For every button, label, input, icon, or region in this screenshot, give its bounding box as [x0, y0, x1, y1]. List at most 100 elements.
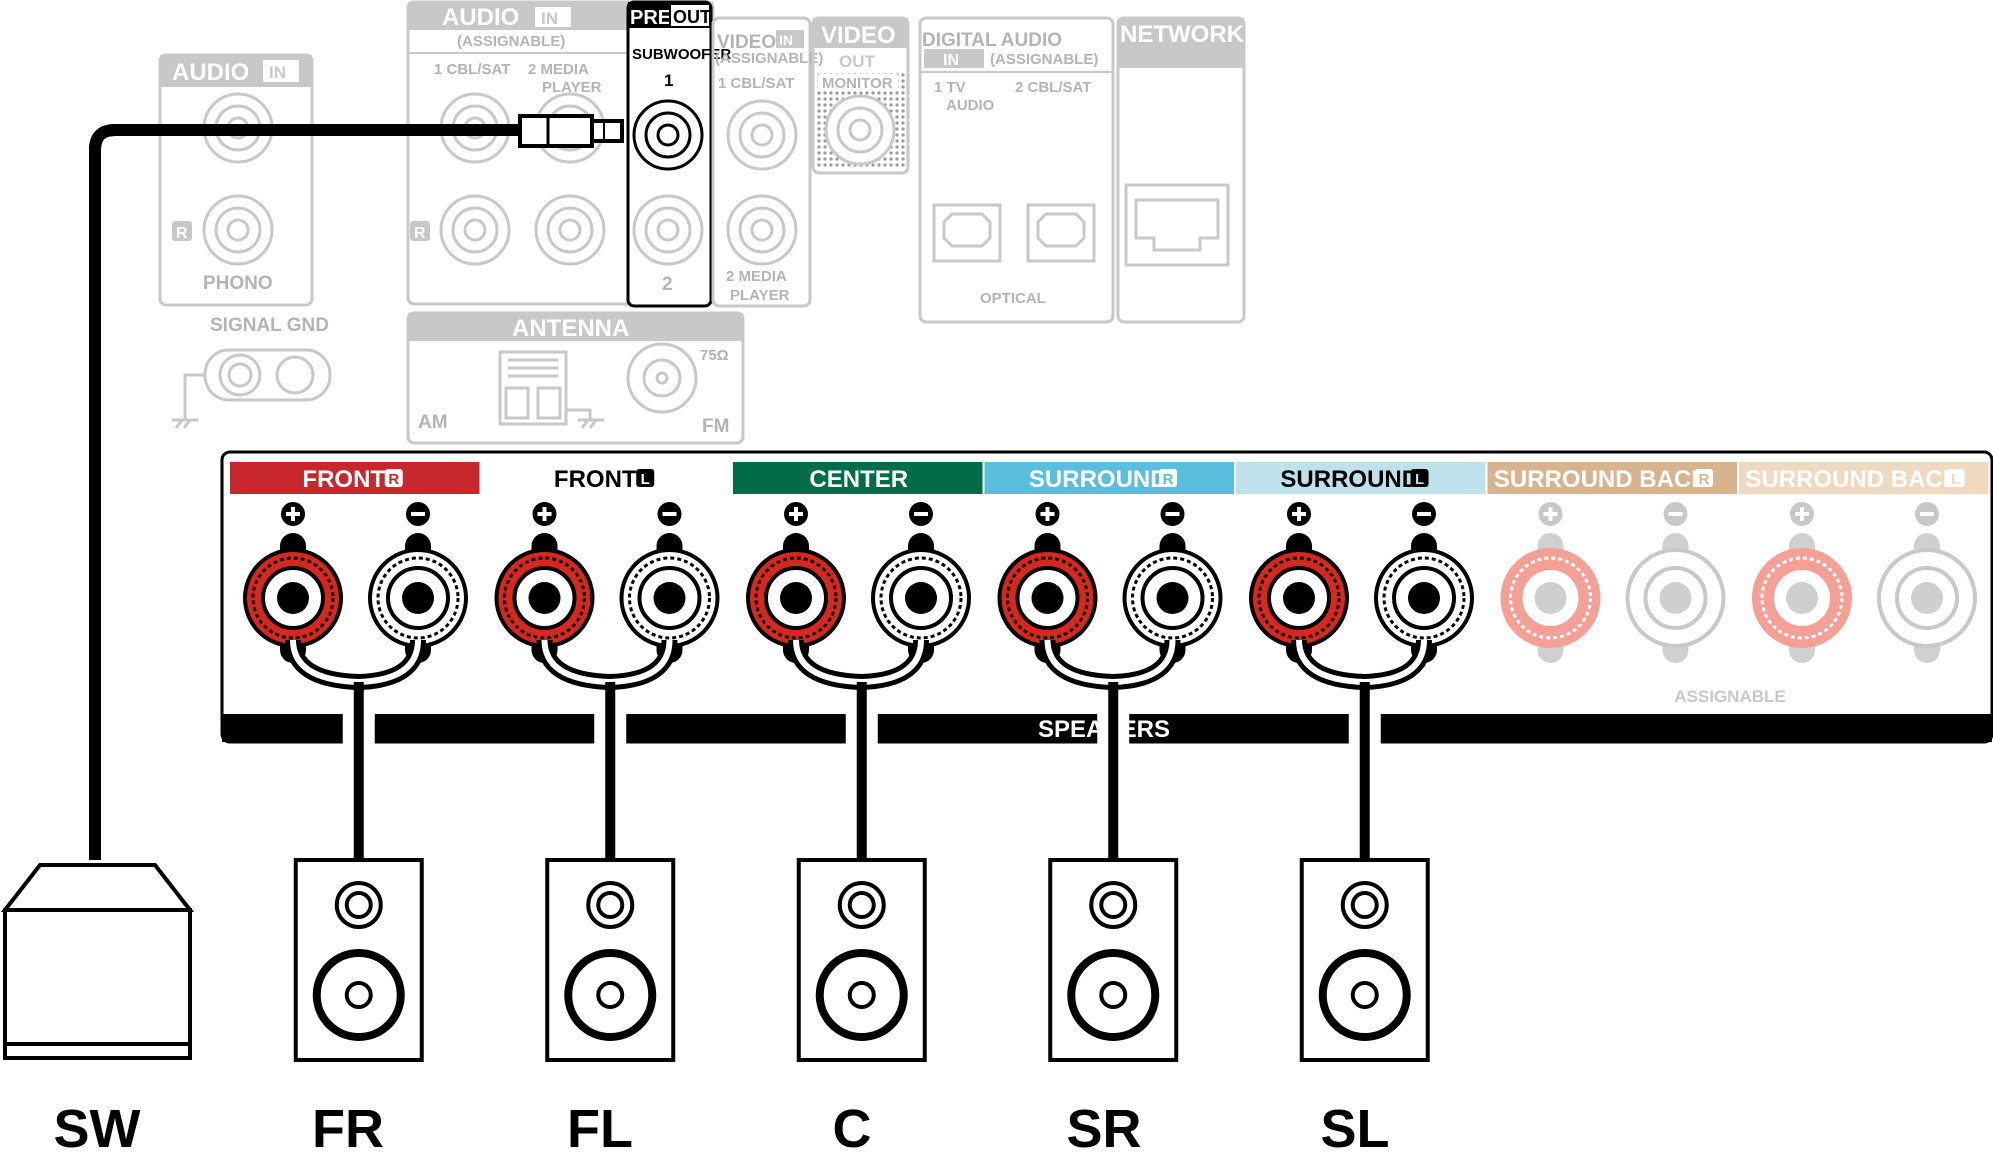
- network-port[interactable]: [1124, 183, 1230, 267]
- label-sr: SR: [1066, 1099, 1141, 1159]
- label-fr: FR: [312, 1099, 384, 1159]
- video-in-ch2-label: 2 MEDIA: [726, 268, 787, 285]
- minus-binding-post[interactable]: [1374, 533, 1474, 663]
- minus-marker: [1915, 502, 1939, 526]
- cable-surround-r: [1039, 639, 1181, 860]
- audio-in-assignable-sub: (ASSIGNABLE): [457, 33, 565, 50]
- speaker-surround-l[interactable]: [1299, 858, 1430, 1062]
- optical-port-2[interactable]: [1026, 203, 1096, 263]
- plus-marker: [1538, 502, 1563, 526]
- video-in-badge: IN: [779, 32, 793, 48]
- audio-in-assignable-badge: IN: [541, 9, 558, 28]
- speakers-panel: SPEAKERS ASSIGNABLE FRONTRFRONTLCENTERSU…: [220, 450, 1993, 744]
- video-in-ch2-label-2: PLAYER: [730, 287, 790, 304]
- ground-symbol: [172, 373, 205, 429]
- speaker-front-l[interactable]: [545, 858, 676, 1062]
- video-out-badge: OUT: [839, 52, 876, 71]
- channel-side-letter: R: [1699, 471, 1710, 488]
- plus-binding-post[interactable]: [746, 533, 846, 663]
- subwoofer-speaker[interactable]: [0, 863, 195, 1060]
- audio-in-assignable-title: AUDIO: [442, 4, 519, 31]
- label-sl: SL: [1320, 1099, 1389, 1159]
- audio-in-phono-badge: IN: [269, 63, 286, 82]
- plus-marker: [281, 502, 305, 526]
- subwoofer-jack-1-label: 1: [664, 71, 673, 90]
- rca-plug: [518, 114, 624, 148]
- channel-label-front-r: FRONT: [302, 466, 385, 493]
- speaker-center[interactable]: [796, 858, 927, 1062]
- plus-binding-post[interactable]: [243, 533, 343, 663]
- video-in-ch1-label: 1 CBL/SAT: [718, 75, 794, 92]
- audio-in-jack-1r[interactable]: [439, 194, 511, 266]
- video-out-section: VIDEO OUT MONITOR: [811, 16, 910, 175]
- channel-side-badge: [1159, 469, 1178, 487]
- terminal-pair-surround-r: [997, 502, 1223, 663]
- speaker-terminals: [243, 502, 1977, 663]
- minus-marker: [1412, 502, 1436, 526]
- plus-binding-post[interactable]: [494, 533, 595, 663]
- cable-front-r: [285, 639, 426, 860]
- optical-1-label: 1 TV: [934, 79, 966, 96]
- optical-1-label-2: AUDIO: [946, 97, 995, 114]
- am-terminal[interactable]: [498, 350, 568, 426]
- plus-binding-post[interactable]: [997, 533, 1098, 663]
- video-in-sub: (ASSIGNABLE): [715, 50, 823, 67]
- plus-marker: [1790, 502, 1814, 526]
- channel-label-surround-back-r: SURROUND BACK: [1494, 466, 1709, 493]
- channel-label-center: CENTER: [809, 466, 908, 493]
- audio-in-ch2-label: 2 MEDIA: [528, 61, 589, 78]
- minus-binding-post[interactable]: [1625, 533, 1726, 663]
- subwoofer-jack-1[interactable]: [632, 99, 704, 171]
- minus-marker: [1160, 502, 1185, 526]
- plus-binding-post[interactable]: [1500, 533, 1601, 663]
- fm-jack[interactable]: [626, 342, 698, 414]
- terminal-pair-center: [746, 502, 971, 663]
- terminal-pair-front-l: [494, 502, 720, 663]
- cable-front-l: [536, 639, 678, 860]
- minus-binding-post[interactable]: [368, 533, 468, 663]
- video-out-title: VIDEO: [821, 22, 896, 49]
- fm-impedance-label: 75Ω: [700, 347, 729, 364]
- audio-in-jack-2r[interactable]: [534, 194, 606, 266]
- plus-marker: [1035, 502, 1060, 526]
- minus-binding-post[interactable]: [1877, 533, 1977, 663]
- speaker-labels: SW FR FL C SR SL: [54, 1099, 1390, 1159]
- back-panel: AUDIO IN R PHONO SIGNAL GND: [158, 0, 1246, 445]
- minus-binding-post[interactable]: [619, 533, 720, 663]
- subwoofer-jack-2[interactable]: [632, 194, 704, 266]
- terminal-pair-surround-l: [1249, 502, 1474, 663]
- channel-label-surround-back-l: SURROUND BACK: [1745, 466, 1960, 493]
- channel-side-badge: [1410, 469, 1429, 487]
- channel-label-front-l: FRONT: [554, 466, 637, 493]
- speaker-surround-r[interactable]: [1048, 858, 1179, 1062]
- minus-marker: [406, 502, 430, 526]
- label-fl: FL: [567, 1099, 633, 1159]
- channel-side-letter: L: [1951, 471, 1960, 488]
- plus-binding-post[interactable]: [1249, 533, 1349, 663]
- antenna-section: ANTENNA 75Ω AM FM: [406, 311, 745, 445]
- subwoofer-label: SUBWOOFER: [632, 46, 731, 63]
- minus-binding-post[interactable]: [871, 533, 971, 663]
- optical-port-1[interactable]: [932, 203, 1002, 263]
- subwoofer-jack-2-label: 2: [662, 274, 673, 295]
- speaker-front-r[interactable]: [293, 858, 424, 1062]
- fm-label: FM: [702, 416, 729, 437]
- monitor-jack[interactable]: [824, 94, 896, 166]
- video-in-jack-1[interactable]: [726, 99, 798, 171]
- plus-binding-post[interactable]: [1752, 533, 1852, 663]
- channel-side-badge: [636, 469, 655, 487]
- minus-marker: [1663, 502, 1688, 526]
- label-c: C: [833, 1099, 872, 1159]
- plus-marker: [784, 502, 808, 526]
- video-in-section: VIDEO IN (ASSIGNABLE) 1 CBL/SAT 2 MEDIA …: [711, 16, 823, 308]
- minus-binding-post[interactable]: [1122, 533, 1223, 663]
- channel-side-badge: [1946, 469, 1965, 487]
- speaker-cables: [285, 639, 1432, 860]
- terminal-pair-front-r: [243, 502, 468, 663]
- signal-gnd-terminal[interactable]: [203, 348, 332, 402]
- phono-jack-r[interactable]: [202, 194, 274, 266]
- video-in-jack-2[interactable]: [726, 194, 798, 266]
